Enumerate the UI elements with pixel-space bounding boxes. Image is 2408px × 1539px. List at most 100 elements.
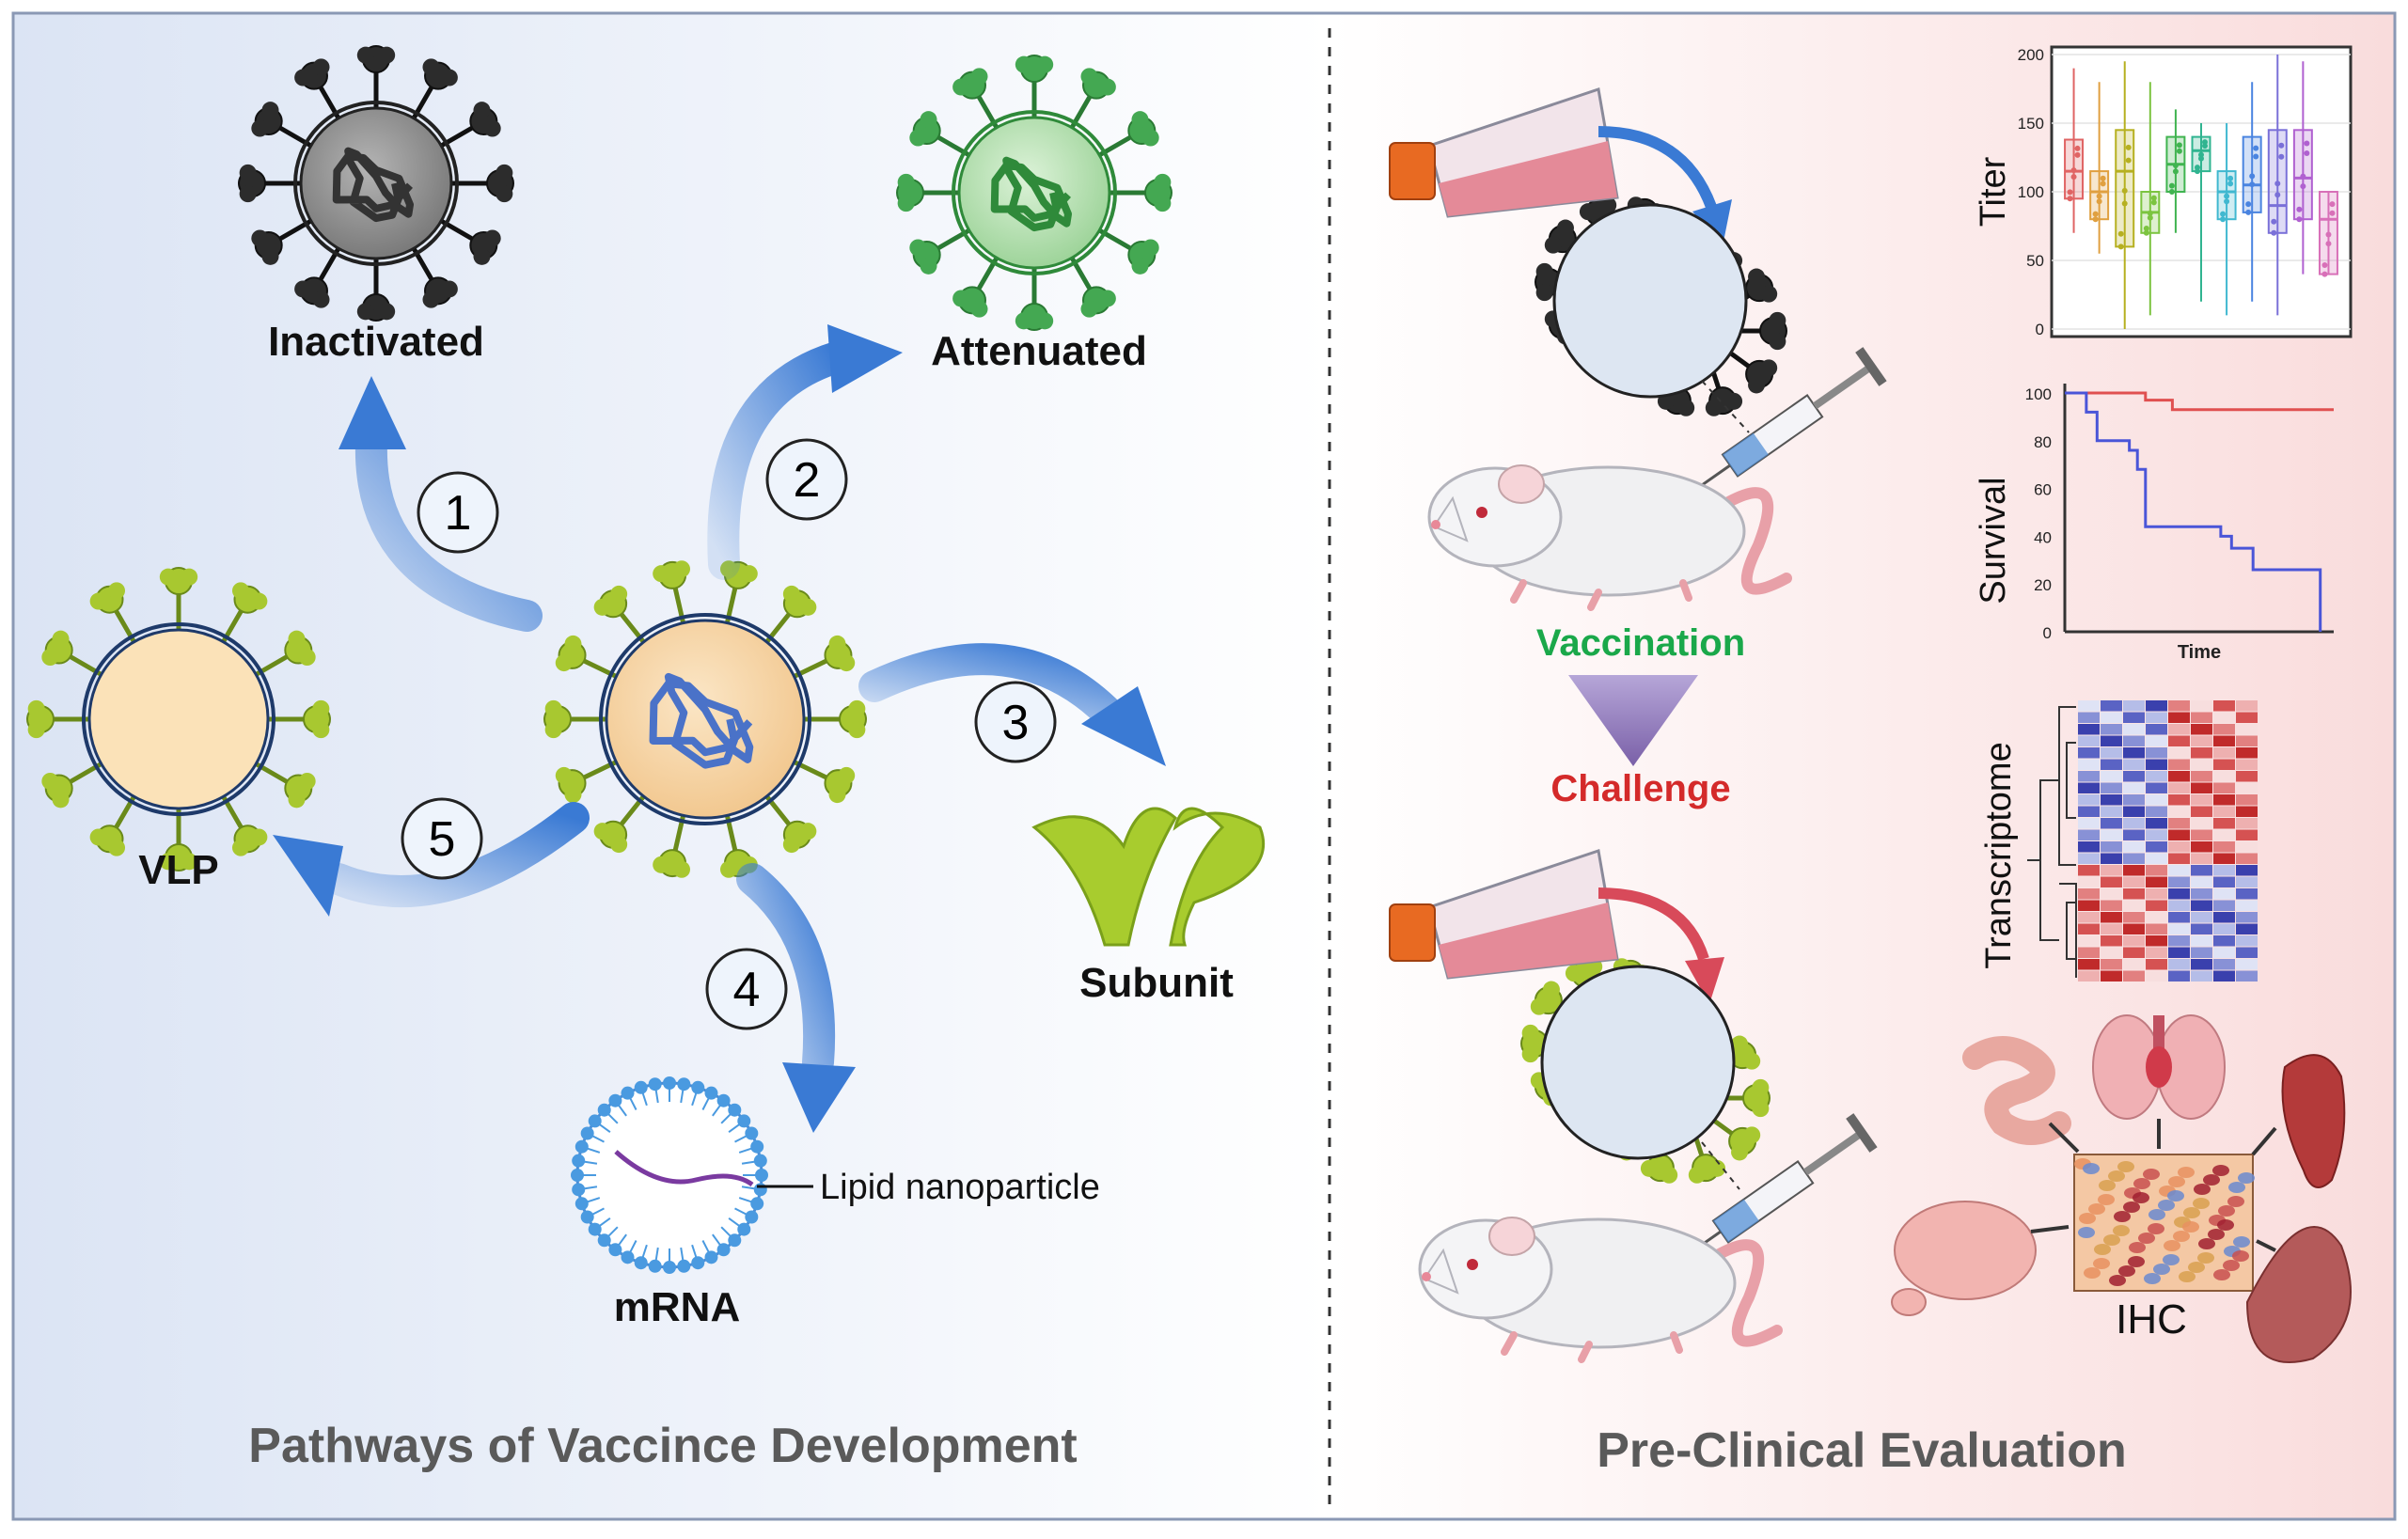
titer-box-2 [2089,82,2110,254]
heatmap-cell [2168,724,2190,735]
heatmap-cell [2213,700,2235,712]
heatmap-cell [2146,900,2167,911]
titer-box-7 [2216,123,2237,316]
organ-intestine-icon [1962,1036,2071,1145]
heatmap-cell [2078,959,2100,970]
heatmap-cell [2236,888,2258,900]
heatmap-cell [2236,724,2258,735]
heatmap-cell [2123,935,2145,947]
heatmap-cell [2191,912,2212,923]
heatmap-cell [2168,865,2190,876]
heatmap-cell [2078,888,2100,900]
ihc-label: IHC [2116,1296,2187,1343]
heatmap-cell [2168,794,2190,806]
heatmap-cell [2168,853,2190,864]
badge-1 [417,471,499,554]
heatmap-cell [2146,782,2167,793]
heatmap-cell [2191,771,2212,782]
heatmap-cell [2168,759,2190,770]
mouse-challenge [1418,1217,1783,1363]
heatmap-cell [2101,712,2122,723]
heatmap-cell [2101,923,2122,934]
survival-tick-label: 100 [2025,385,2052,403]
heatmap-cell [2191,759,2212,770]
ihc-arrows [2030,1119,2277,1252]
heatmap-cell [2213,900,2235,911]
heatmap-cell [2236,700,2258,712]
lipid-nanoparticle-icon [571,1076,813,1274]
heatmap-cell [2146,806,2167,817]
heatmap-cell [2168,959,2190,970]
heatmap-cell [2078,853,2100,864]
heatmap-cell [2191,900,2212,911]
heatmap-cell [2101,947,2122,958]
flask-vaccination [1389,87,1732,246]
heatmap-cell [2078,759,2100,770]
heatmap-cell [2236,959,2258,970]
zoom-circle-vaccination [1552,203,1748,399]
organ-liver-icon [2245,1226,2352,1363]
lnp-label: Lipid nanoparticle [820,1168,1100,1207]
heatmap-cell [2168,935,2190,947]
titer-box-4 [2140,82,2161,316]
heatmap-cell [2078,794,2100,806]
heatmap-cell [2213,782,2235,793]
heatmap-cell [2123,724,2145,735]
heatmap-cell [2236,853,2258,864]
heatmap-cell [2123,794,2145,806]
badge-3 [974,681,1057,763]
heatmap-cell [2101,829,2122,840]
heatmap-cell [2168,782,2190,793]
heatmap-cell [2168,806,2190,817]
badge-3-text: 3 [1002,696,1030,750]
heatmap-cell [2101,818,2122,829]
heatmap-cell [2078,970,2100,982]
pathway-numbers: 1 2 3 4 5 [401,438,1057,1030]
heatmap-cell [2213,806,2235,817]
heatmap-cell [2168,818,2190,829]
heatmap-cell [2146,876,2167,887]
heatmap-cell [2213,759,2235,770]
heatmap-cell [2236,782,2258,793]
heatmap-cell [2146,818,2167,829]
heatmap-cell [2146,923,2167,934]
heatmap-cell [2123,900,2145,911]
heatmap-cell [2191,735,2212,746]
heatmap-cell [2078,935,2100,947]
titer-tick-label: 100 [2018,183,2044,201]
zoom-circle-challenge [1540,965,1736,1160]
survival-tick-label: 20 [2034,576,2052,594]
heatmap-cell [2101,841,2122,853]
heatmap-cell [2123,865,2145,876]
survival-series-1 [2065,391,2334,412]
heatmap-cell [2236,818,2258,829]
heatmap-cell [2101,970,2122,982]
heatmap-cell [2236,747,2258,759]
badge-5 [401,797,483,880]
heatmap-cell [2168,841,2190,853]
arrow-4 [736,863,836,1078]
heatmap-cell [2101,759,2122,770]
heatmap-cell [2123,818,2145,829]
syringe-2 [1691,1113,1878,1254]
heatmap-cell [2168,747,2190,759]
heatmap-cell [2078,818,2100,829]
heatmap-cell [2213,747,2235,759]
heatmap-cell [2213,841,2235,853]
heatmap-cell [2213,888,2235,900]
heatmap-cell [2236,900,2258,911]
heatmap-cell [2191,712,2212,723]
heatmap-cell [2101,700,2122,712]
titer-box-11 [2318,191,2338,277]
arrow-1 [354,426,543,632]
heatmap-cell [2191,888,2212,900]
heatmap-cell [2078,724,2100,735]
heatmap-cell [2168,947,2190,958]
heatmap-cell [2078,841,2100,853]
heatmap-cell [2123,912,2145,923]
heatmap-cell [2123,853,2145,864]
heatmap-cell [2078,735,2100,746]
label-attenuated: Attenuated [931,328,1147,374]
heatmap-cell [2123,959,2145,970]
heatmap-cell [2213,935,2235,947]
